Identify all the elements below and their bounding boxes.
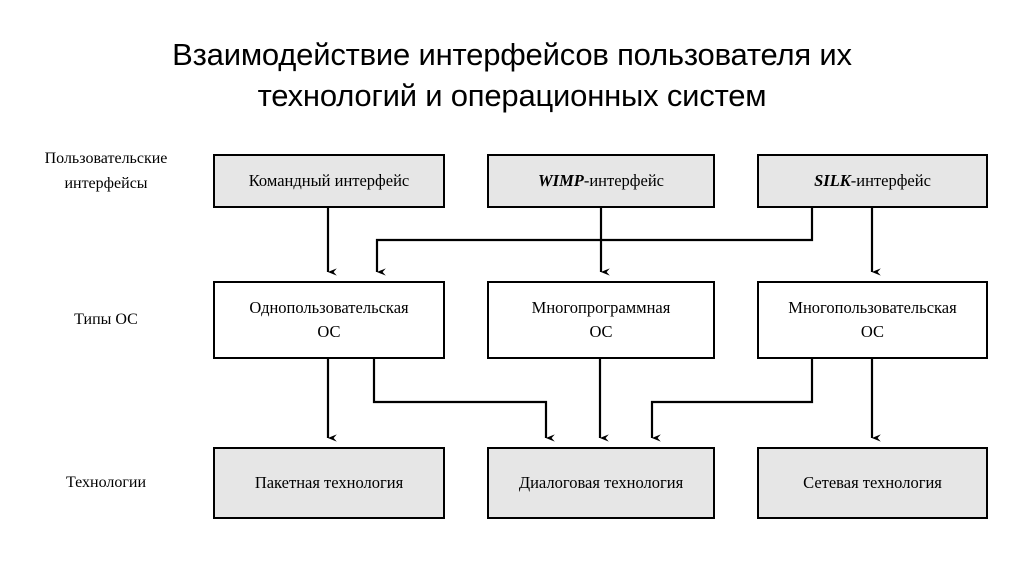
node-dialog-technology[interactable]: Диалоговая технология [487,447,715,519]
node-multiuser-os[interactable]: Многопользовательская ОС [757,281,988,359]
page-title: Взаимодействие интерфейсов пользователя … [172,37,852,113]
node-wimp-interface[interactable]: WIMP-интерфейс [487,154,715,208]
node-batch-technology-label: Пакетная технология [254,473,404,492]
node-multiprogram-os-label: Многопрограммная ОС [531,298,671,341]
connector-silk-to-single-user [375,208,814,276]
node-silk-interface[interactable]: SILK-интерфейс [757,154,988,208]
node-command-interface[interactable]: Командный интерфейс [213,154,445,208]
connector-single-user-to-dialog [372,359,555,442]
node-wimp-interface-label: -интерфейс [583,171,664,190]
node-single-user-os-label: Однопользовательская ОС [249,298,409,341]
node-batch-technology[interactable]: Пакетная технология [213,447,445,519]
row-label-os-types: Типы ОС [74,311,138,328]
node-wimp-interface-acronym: WIMP [538,171,584,190]
node-silk-interface-label: -интерфейс [850,171,931,190]
row-label-technologies: Технологии [65,474,147,491]
node-multiuser-os-label: Многопользовательская ОС [788,298,957,341]
node-network-technology-label: Сетевая технология [803,473,942,492]
node-command-interface-label: Командный интерфейс [248,171,410,190]
node-network-technology[interactable]: Сетевая технология [757,447,988,519]
row-label-user-interfaces: Пользовательские интерфейсы [44,150,168,192]
node-silk-interface-acronym: SILK [814,171,851,190]
node-multiprogram-os[interactable]: Многопрограммная ОС [487,281,715,359]
node-single-user-os[interactable]: Однопользовательская ОС [213,281,445,359]
node-dialog-technology-label: Диалоговая технология [518,473,684,492]
connector-multiuser-to-dialog [650,359,814,442]
